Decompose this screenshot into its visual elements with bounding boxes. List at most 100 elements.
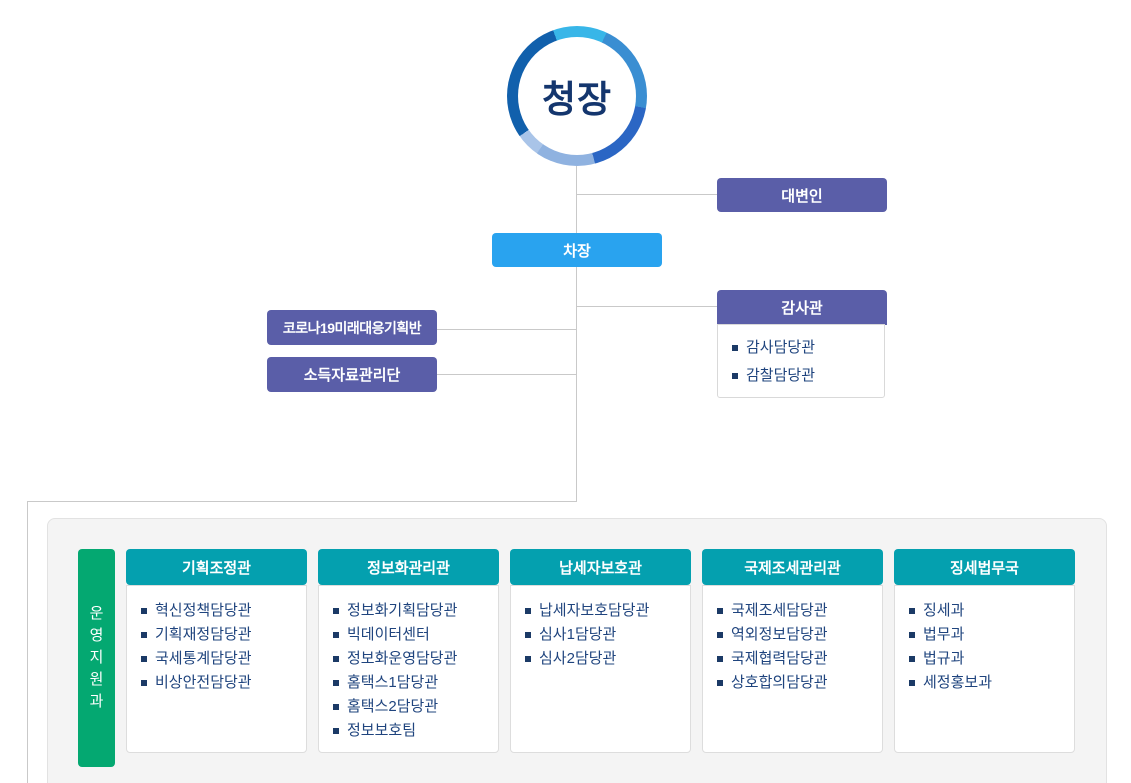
dept-card-international-tax: 국제조세관리관 국제조세담당관 역외정보담당관 국제협력담당관 상호합의담당관 bbox=[702, 549, 883, 753]
list-item: 심사2담당관 bbox=[525, 647, 690, 671]
audit-office-list: 감사담당관 감찰담당관 bbox=[717, 324, 885, 398]
list-item-label: 홈택스2담당관 bbox=[347, 698, 439, 715]
list-item: 빅데이터센터 bbox=[333, 623, 498, 647]
income-data-management-unit-label: 소득자료관리단 bbox=[303, 367, 401, 384]
dept-card-informatization: 정보화관리관 정보화기획담당관 빅데이터센터 정보화운영담당관 홈택스1담당관 … bbox=[318, 549, 499, 753]
dept-body: 국제조세담당관 역외정보담당관 국제협력담당관 상호합의담당관 bbox=[702, 585, 883, 753]
bullet-square-icon bbox=[333, 656, 339, 662]
bullet-square-icon bbox=[141, 608, 147, 614]
operations-support-label: 운영지원과 bbox=[89, 605, 104, 710]
list-item: 역외정보담당관 bbox=[717, 623, 882, 647]
dept-header-taxpayer-advocate[interactable]: 납세자보호관 bbox=[510, 549, 691, 585]
list-item-label: 심사1담당관 bbox=[539, 626, 617, 643]
spokesperson-label: 대변인 bbox=[781, 187, 823, 205]
connector-spokesperson bbox=[577, 194, 717, 195]
list-item: 국제조세담당관 bbox=[717, 599, 882, 623]
commissioner-label: 청장 bbox=[541, 79, 613, 120]
list-item-label: 국제조세담당관 bbox=[731, 602, 828, 619]
list-item-label: 납세자보호담당관 bbox=[539, 602, 650, 619]
audit-office-box[interactable]: 감사관 bbox=[717, 290, 887, 325]
deputy-commissioner-box[interactable]: 차장 bbox=[492, 233, 662, 267]
list-item-label: 홈택스1담당관 bbox=[347, 674, 439, 691]
bullet-square-icon bbox=[717, 680, 723, 686]
bullet-square-icon bbox=[333, 680, 339, 686]
dept-body: 징세과 법무과 법규과 세정홍보과 bbox=[894, 585, 1075, 753]
list-item-label: 정보화기획담당관 bbox=[347, 602, 458, 619]
list-item-label: 감찰담당관 bbox=[746, 367, 816, 384]
deputy-commissioner-label: 차장 bbox=[563, 242, 591, 260]
connector-audit bbox=[577, 306, 717, 307]
list-item: 징세과 bbox=[909, 599, 1074, 623]
list-item-label: 상호합의담당관 bbox=[731, 674, 828, 691]
connector-covid-unit bbox=[437, 329, 577, 330]
list-item-label: 세정홍보과 bbox=[923, 674, 993, 691]
dept-title: 정보화관리관 bbox=[367, 559, 450, 577]
dept-header-planning[interactable]: 기획조정관 bbox=[126, 549, 307, 585]
dept-title: 기획조정관 bbox=[181, 559, 251, 577]
list-item: 홈택스1담당관 bbox=[333, 671, 498, 695]
list-item: 납세자보호담당관 bbox=[525, 599, 690, 623]
dept-title: 납세자보호관 bbox=[559, 559, 642, 577]
list-item: 세정홍보과 bbox=[909, 671, 1074, 695]
dept-header-international-tax[interactable]: 국제조세관리관 bbox=[702, 549, 883, 585]
bullet-square-icon bbox=[141, 680, 147, 686]
bullet-square-icon bbox=[909, 680, 915, 686]
list-item: 비상안전담당관 bbox=[141, 671, 306, 695]
list-item-label: 심사2담당관 bbox=[539, 650, 617, 667]
list-item: 감사담당관 bbox=[732, 334, 884, 362]
bullet-square-icon bbox=[333, 632, 339, 638]
dept-header-informatization[interactable]: 정보화관리관 bbox=[318, 549, 499, 585]
list-item-label: 법규과 bbox=[923, 650, 965, 667]
bullet-square-icon bbox=[333, 608, 339, 614]
spokesperson-box[interactable]: 대변인 bbox=[717, 178, 887, 212]
list-item-label: 국제협력담당관 bbox=[731, 650, 828, 667]
list-item-label: 감사담당관 bbox=[746, 339, 816, 356]
list-item: 법무과 bbox=[909, 623, 1074, 647]
commissioner-node-inner: 청장 bbox=[518, 37, 636, 155]
list-item: 정보보호팀 bbox=[333, 719, 498, 743]
bullet-square-icon bbox=[909, 632, 915, 638]
list-item: 상호합의담당관 bbox=[717, 671, 882, 695]
dept-title: 국제조세관리관 bbox=[744, 559, 841, 577]
dept-body: 혁신정책담당관 기획재정담당관 국세통계담당관 비상안전담당관 bbox=[126, 585, 307, 753]
bullet-square-icon bbox=[717, 656, 723, 662]
bullet-square-icon bbox=[333, 728, 339, 734]
dept-card-collection-legal: 징세법무국 징세과 법무과 법규과 세정홍보과 bbox=[894, 549, 1075, 753]
list-item: 정보화기획담당관 bbox=[333, 599, 498, 623]
bullet-square-icon bbox=[732, 345, 738, 351]
list-item: 국제협력담당관 bbox=[717, 647, 882, 671]
dept-body: 납세자보호담당관 심사1담당관 심사2담당관 bbox=[510, 585, 691, 753]
dept-body: 정보화기획담당관 빅데이터센터 정보화운영담당관 홈택스1담당관 홈택스2담당관… bbox=[318, 585, 499, 753]
list-item: 감찰담당관 bbox=[732, 362, 884, 390]
list-item-label: 정보보호팀 bbox=[347, 722, 417, 739]
list-item: 기획재정담당관 bbox=[141, 623, 306, 647]
covid19-planning-unit-box[interactable]: 코로나19미래대응기획반 bbox=[267, 310, 437, 345]
dept-header-collection-legal[interactable]: 징세법무국 bbox=[894, 549, 1075, 585]
bullet-square-icon bbox=[717, 632, 723, 638]
bullet-square-icon bbox=[525, 632, 531, 638]
audit-office-label: 감사관 bbox=[781, 300, 823, 317]
list-item-label: 기획재정담당관 bbox=[155, 626, 252, 643]
list-item-label: 법무과 bbox=[923, 626, 965, 643]
connector-income-unit bbox=[437, 374, 577, 375]
connector-main-vertical bbox=[576, 166, 577, 502]
list-item-label: 혁신정책담당관 bbox=[155, 602, 252, 619]
bullet-square-icon bbox=[909, 656, 915, 662]
list-item-label: 역외정보담당관 bbox=[731, 626, 828, 643]
list-item: 국세통계담당관 bbox=[141, 647, 306, 671]
list-item: 홈택스2담당관 bbox=[333, 695, 498, 719]
bullet-square-icon bbox=[333, 704, 339, 710]
list-item-label: 정보화운영담당관 bbox=[347, 650, 458, 667]
list-item: 법규과 bbox=[909, 647, 1074, 671]
list-item: 정보화운영담당관 bbox=[333, 647, 498, 671]
bullet-square-icon bbox=[141, 656, 147, 662]
list-item: 혁신정책담당관 bbox=[141, 599, 306, 623]
dept-card-taxpayer-advocate: 납세자보호관 납세자보호담당관 심사1담당관 심사2담당관 bbox=[510, 549, 691, 753]
commissioner-node: 청장 bbox=[507, 26, 647, 166]
operations-support-box[interactable]: 운영지원과 bbox=[78, 549, 115, 767]
income-data-management-unit-box[interactable]: 소득자료관리단 bbox=[267, 357, 437, 392]
dept-title: 징세법무국 bbox=[949, 559, 1019, 577]
bullet-square-icon bbox=[909, 608, 915, 614]
bullet-square-icon bbox=[525, 608, 531, 614]
